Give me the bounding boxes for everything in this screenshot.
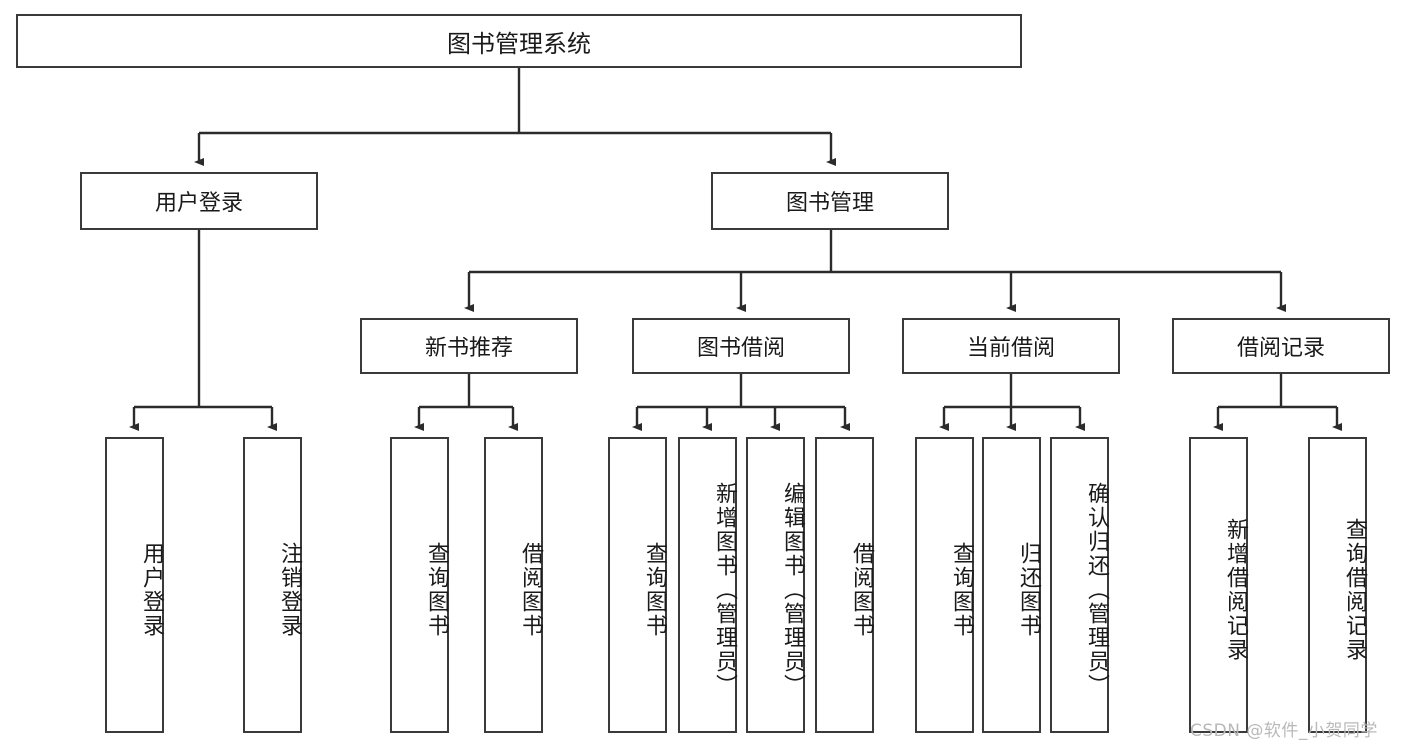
node-leaf-label: 注销登录 bbox=[277, 542, 302, 638]
node-level2-new-book-recommend[interactable]: 新书推荐 bbox=[360, 318, 578, 374]
node-leaf[interactable]: 新增图书（管理员） bbox=[678, 437, 737, 733]
node-leaf[interactable]: 编辑图书（管理员） bbox=[746, 437, 805, 733]
node-leaf[interactable]: 借阅图书 bbox=[484, 437, 543, 733]
node-level1-book-management-label: 图书管理 bbox=[785, 191, 874, 216]
node-leaf-label: 编辑图书（管理员） bbox=[780, 482, 805, 698]
node-leaf[interactable]: 查询图书 bbox=[608, 437, 667, 733]
node-level2-book-borrow[interactable]: 图书借阅 bbox=[632, 318, 850, 374]
node-leaf-label: 借阅图书 bbox=[518, 542, 543, 638]
node-level2-borrow-record[interactable]: 借阅记录 bbox=[1172, 318, 1390, 374]
node-leaf[interactable]: 用户登录 bbox=[105, 437, 164, 733]
node-leaf-label: 新增图书（管理员） bbox=[712, 482, 737, 698]
node-leaf-label: 查询图书 bbox=[949, 542, 974, 638]
node-leaf-label: 查询图书 bbox=[424, 542, 449, 638]
node-leaf-label: 查询图书 bbox=[642, 542, 667, 638]
node-leaf-label: 确认归还（管理员） bbox=[1084, 482, 1109, 698]
watermark-text: CSDN @软件_小贺同学 bbox=[1190, 721, 1378, 741]
node-leaf[interactable]: 确认归还（管理员） bbox=[1050, 437, 1109, 733]
node-leaf[interactable]: 查询图书 bbox=[915, 437, 974, 733]
node-leaf[interactable]: 注销登录 bbox=[243, 437, 302, 733]
node-root[interactable]: 图书管理系统 bbox=[16, 14, 1022, 68]
node-leaf-label: 新增借阅记录 bbox=[1223, 518, 1248, 662]
node-level2-book-borrow-label: 图书借阅 bbox=[696, 336, 785, 361]
node-leaf[interactable]: 查询借阅记录 bbox=[1308, 437, 1367, 733]
node-leaf[interactable]: 借阅图书 bbox=[815, 437, 874, 733]
node-leaf-label: 用户登录 bbox=[139, 542, 164, 638]
node-level1-user-login-label: 用户登录 bbox=[154, 191, 243, 216]
node-leaf[interactable]: 归还图书 bbox=[982, 437, 1041, 733]
node-leaf[interactable]: 查询图书 bbox=[390, 437, 449, 733]
node-leaf[interactable]: 新增借阅记录 bbox=[1189, 437, 1248, 733]
node-level2-current-borrow[interactable]: 当前借阅 bbox=[902, 318, 1120, 374]
node-level2-borrow-record-label: 借阅记录 bbox=[1236, 336, 1325, 361]
node-level2-current-borrow-label: 当前借阅 bbox=[966, 336, 1055, 361]
node-leaf-label: 归还图书 bbox=[1016, 542, 1041, 638]
node-level1-book-management[interactable]: 图书管理 bbox=[711, 172, 949, 230]
node-leaf-label: 借阅图书 bbox=[849, 542, 874, 638]
node-level1-user-login[interactable]: 用户登录 bbox=[80, 172, 318, 230]
node-leaf-label: 查询借阅记录 bbox=[1342, 518, 1367, 662]
node-level2-new-book-recommend-label: 新书推荐 bbox=[424, 336, 513, 361]
node-root-label: 图书管理系统 bbox=[447, 29, 591, 58]
